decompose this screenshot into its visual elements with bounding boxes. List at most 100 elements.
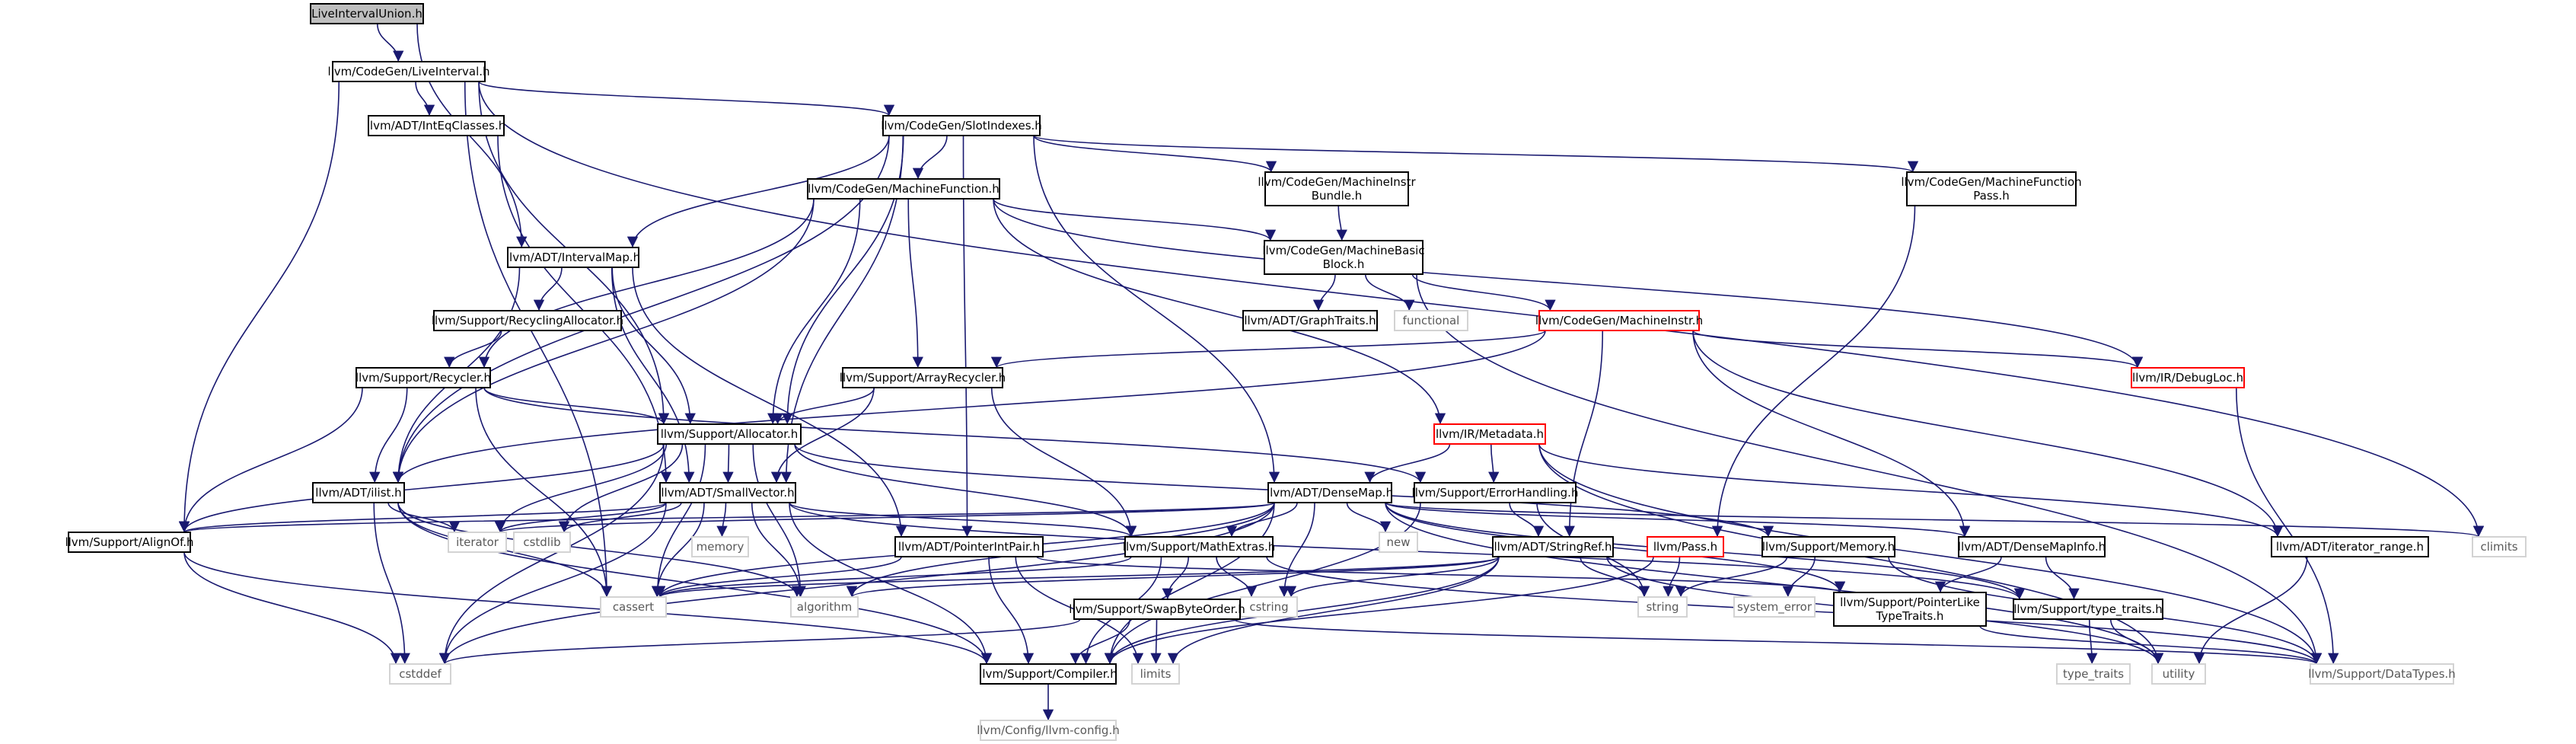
edge-slotindexes-to-intervalmap (626, 135, 890, 248)
node-iteratorrange[interactable]: llvm/ADT/iterator_range.h (2271, 536, 2429, 557)
node-functional: functional (1394, 310, 1468, 331)
node-iterator: iterator (448, 532, 507, 553)
node-pointerintpair[interactable]: llvm/ADT/PointerIntPair.h (894, 536, 1044, 557)
node-graphtraits[interactable]: llvm/ADT/GraphTraits.h (1242, 310, 1378, 331)
node-box (894, 536, 1044, 557)
node-inteqclasses[interactable]: llvm/ADT/IntEqClasses.h (367, 115, 506, 136)
edge-densemap-to-compiler (1104, 502, 1275, 665)
node-box (1394, 310, 1468, 331)
node-label: cstddef (399, 667, 442, 681)
edge-allocator-to-iterator (494, 443, 668, 533)
node-compiler[interactable]: llvm/Support/Compiler.h (979, 663, 1117, 685)
node-box (332, 61, 486, 82)
edge-typetraitsh-to-typetraits (2087, 618, 2098, 665)
node-smallvector[interactable]: llvm/ADT/SmallVector.h (659, 482, 796, 503)
node-densemapinfo[interactable]: llvm/ADT/DenseMapInfo.h (1958, 536, 2106, 557)
node-densemap[interactable]: llvm/ADT/DenseMap.h (1267, 482, 1393, 503)
edge-recycler-to-alignof (178, 387, 363, 533)
node-box (355, 367, 491, 388)
edge-machinebasicblock-to-datatypes (1416, 273, 2323, 665)
edge-densemapinfo-to-pointerliketypetraits (1934, 556, 2002, 593)
node-pass[interactable]: llvm/Pass.h (1647, 536, 1724, 557)
node-climits: climits (2472, 536, 2527, 557)
node-recycler[interactable]: llvm/Support/Recycler.h (355, 367, 491, 388)
edge-allocator-to-smallvector (722, 443, 734, 484)
edge-densemap-to-iterator (495, 502, 1275, 533)
node-alignof[interactable]: llvm/Support/AlignOf.h (65, 532, 194, 553)
edge-machinebasicblock-to-graphtraits (1312, 273, 1336, 311)
node-box (659, 482, 796, 503)
node-liveinterval[interactable]: llvm/CodeGen/LiveInterval.h (327, 61, 490, 82)
node-ilist[interactable]: llvm/ADT/ilist.h (312, 482, 405, 503)
node-label: utility (2163, 667, 2195, 681)
edge-arrayrecycler-to-allocator (772, 387, 875, 425)
edge-smallvector-to-memory (716, 502, 728, 538)
node-label: system_error (1737, 600, 1812, 615)
edge-slotindexes-to-machineinstrbundle (1033, 135, 1277, 173)
node-intervalmap[interactable]: llvm/ADT/IntervalMap.h (506, 247, 640, 268)
node-box (2472, 536, 2527, 557)
node-utility: utility (2151, 663, 2206, 685)
node-box (1242, 310, 1378, 331)
edge-recycler-to-allocator (483, 387, 670, 425)
node-recyclingallocator[interactable]: llvm/Support/RecyclingAllocator.h (432, 310, 623, 331)
node-label: string (1646, 600, 1679, 614)
node-label: llvm/Support/Recycler.h (355, 371, 491, 385)
node-label: llvm/Support/PointerLike (1840, 596, 1980, 609)
node-label: llvm/ADT/DenseMapInfo.h (1958, 540, 2106, 554)
edge-intervalmap-to-pointerintpair (632, 267, 907, 538)
edge-densemap-to-mathextras (1226, 502, 1298, 538)
node-label: algorithm (797, 600, 852, 614)
node-slotindexes[interactable]: llvm/CodeGen/SlotIndexes.h (881, 115, 1042, 136)
node-root[interactable]: LiveIntervalUnion.h (310, 3, 424, 24)
edge-slotindexes-to-machinefunction (912, 135, 948, 180)
node-swapbyteorder[interactable]: llvm/Support/SwapByteOrder.h (1069, 599, 1245, 620)
edge-swapbyteorder-to-compiler (1070, 618, 1131, 665)
node-supportmemory[interactable]: llvm/Support/Memory.h (1761, 536, 1895, 557)
edge-pointerliketypetraits-to-datatypes (1979, 625, 2322, 665)
node-label: LiveIntervalUnion.h (311, 7, 422, 21)
edge-machinefunction-to-ilist (392, 198, 815, 484)
node-label: llvm/IR/DebugLoc.h (2132, 371, 2243, 385)
node-box (68, 532, 191, 553)
node-machineinstr[interactable]: llvm/CodeGen/MachineInstr.h (1535, 310, 1703, 331)
edge-allocator-to-alignof (178, 443, 665, 533)
edge-slotindexes-to-mfpass (1033, 135, 1918, 173)
edge-metadata-to-densemap (1364, 443, 1451, 484)
node-label: llvm/Support/AlignOf.h (65, 535, 193, 549)
node-box (389, 663, 451, 685)
node-typetraitsh[interactable]: llvm/Support/type_traits.h (2013, 599, 2163, 620)
node-stringref[interactable]: llvm/ADT/StringRef.h (1492, 536, 1614, 557)
node-label: cassert (613, 600, 654, 614)
node-layer: LiveIntervalUnion.h llvm/CodeGen/LiveInte… (65, 3, 2527, 741)
node-errorhandling[interactable]: llvm/Support/ErrorHandling.h (1412, 482, 1579, 503)
node-label: llvm/Support/ErrorHandling.h (1412, 486, 1579, 500)
node-mathextras[interactable]: llvm/Support/MathExtras.h (1123, 536, 1275, 557)
node-allocator[interactable]: llvm/Support/Allocator.h (657, 423, 802, 445)
edge-typetraitsh-to-utility (2109, 618, 2164, 665)
node-box (2013, 599, 2163, 620)
node-debugloc[interactable]: llvm/IR/DebugLoc.h (2131, 367, 2245, 388)
node-label: llvm/CodeGen/MachineBasic (1262, 244, 1424, 257)
node-new: new (1379, 532, 1418, 553)
node-box (1833, 592, 1987, 627)
node-machinefunction[interactable]: llvm/CodeGen/MachineFunction.h (807, 178, 1000, 200)
edge-pass-to-string (1663, 556, 1681, 598)
edge-recycler-to-cassert (475, 387, 613, 598)
node-llvmconfig: llvm/Config/llvm-config.h (977, 720, 1120, 741)
node-label: llvm/ADT/DenseMap.h (1267, 486, 1393, 500)
edge-stringref-to-compiler (1104, 556, 1500, 665)
node-arrayrecycler[interactable]: llvm/Support/ArrayRecycler.h (840, 367, 1006, 388)
node-box (1733, 596, 1816, 618)
edge-mathextras-to-swapbyteorder (1162, 556, 1190, 600)
edge-ilist-to-cstddef (373, 502, 410, 665)
edge-densemap-to-cstring (1278, 502, 1315, 598)
edge-allocator-to-algorithm (752, 443, 806, 598)
node-label: llvm/Support/SwapByteOrder.h (1069, 602, 1245, 616)
node-box (2271, 536, 2429, 557)
node-metadata[interactable]: llvm/IR/Metadata.h (1433, 423, 1546, 445)
